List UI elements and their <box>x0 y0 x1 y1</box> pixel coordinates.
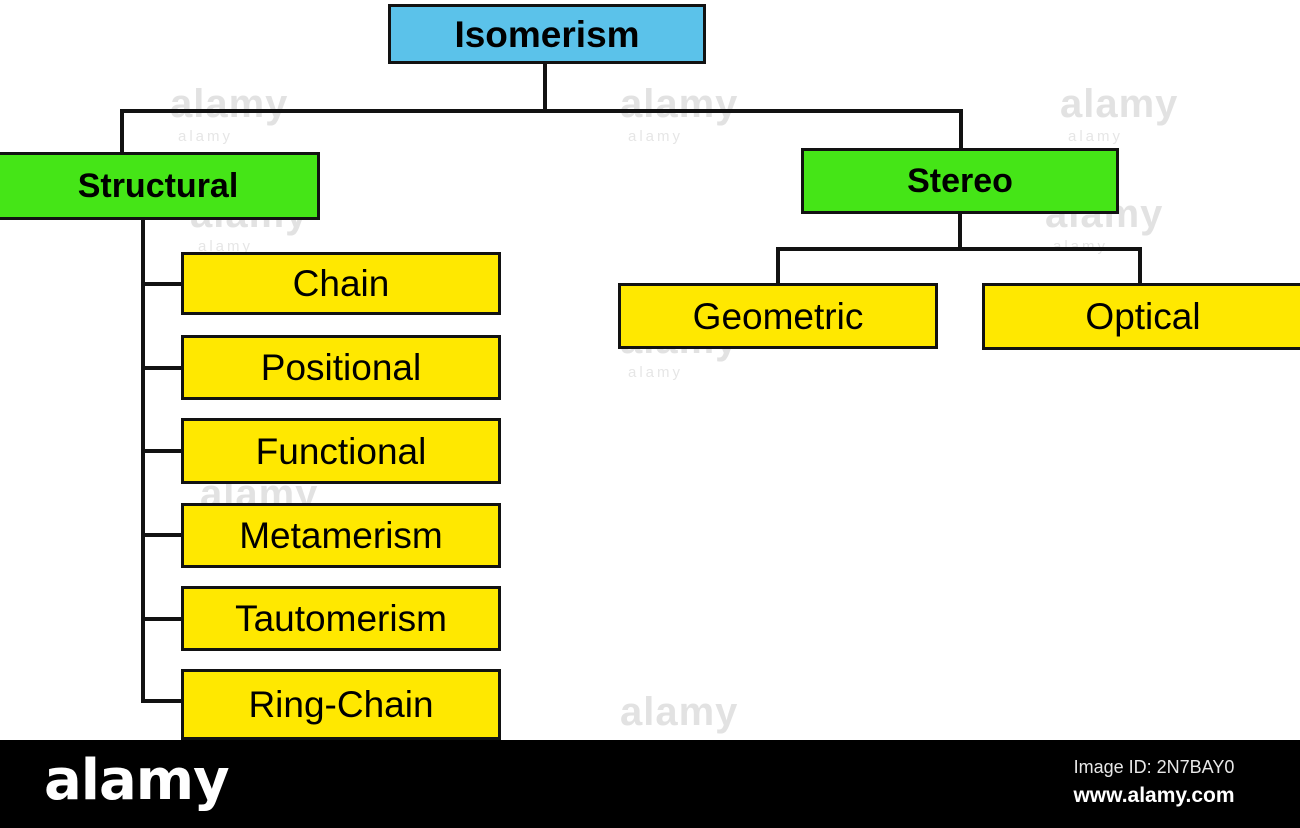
connector-stereo-stem <box>958 214 962 250</box>
watermark-subtile: alamy <box>1068 128 1124 145</box>
image-id-label: Image ID: 2N7BAY0 <box>1073 757 1235 777</box>
node-optical[interactable]: Optical <box>982 283 1300 350</box>
node-ring-chain[interactable]: Ring-Chain <box>181 669 501 740</box>
alamy-footer-bar <box>0 740 1300 828</box>
connector-root-bus <box>120 109 963 113</box>
node-functional[interactable]: Functional <box>181 418 501 484</box>
connector-stub-positional <box>141 366 183 370</box>
watermark-tile: alamy <box>170 82 289 126</box>
node-stereo-label: Stereo <box>907 162 1013 200</box>
connector-stub-metamerism <box>141 533 183 537</box>
node-geometric[interactable]: Geometric <box>618 283 938 349</box>
connector-to-geometric <box>776 247 780 285</box>
node-structural-label: Structural <box>77 167 239 205</box>
node-metamerism-label: Metamerism <box>239 515 443 556</box>
connector-stub-ringchain <box>141 699 183 703</box>
connector-root-stem <box>543 64 547 112</box>
node-tautomerism[interactable]: Tautomerism <box>181 586 501 651</box>
watermark-tile: alamy <box>1060 82 1179 126</box>
node-isomerism-label: Isomerism <box>454 13 640 55</box>
node-metamerism[interactable]: Metamerism <box>181 503 501 568</box>
node-tautomerism-label: Tautomerism <box>235 598 447 639</box>
watermark-subtile: alamy <box>628 364 684 381</box>
connector-structural-trunk <box>141 219 145 703</box>
watermark-subtile: alamy <box>178 128 234 145</box>
node-stereo[interactable]: Stereo <box>801 148 1119 214</box>
connector-to-optical <box>1138 247 1142 285</box>
node-isomerism[interactable]: Isomerism <box>388 4 706 64</box>
node-ring-chain-label: Ring-Chain <box>248 684 434 725</box>
node-functional-label: Functional <box>255 430 427 472</box>
watermark-subtile: alamy <box>628 128 684 145</box>
node-structural[interactable]: Structural <box>0 152 320 220</box>
node-positional[interactable]: Positional <box>181 335 501 400</box>
node-positional-label: Positional <box>260 347 422 388</box>
watermark-tile: alamy <box>620 690 739 734</box>
alamy-logo: alamy <box>44 748 230 813</box>
connector-stub-functional <box>141 449 183 453</box>
connector-to-stereo <box>959 109 963 150</box>
node-chain-label: Chain <box>292 263 390 304</box>
alamy-url-label: www.alamy.com <box>1073 784 1235 807</box>
watermark-tile: alamy <box>620 82 739 126</box>
node-chain[interactable]: Chain <box>181 252 501 315</box>
connector-to-structural <box>120 109 124 154</box>
node-optical-label: Optical <box>1085 296 1201 337</box>
connector-stub-chain <box>141 282 183 286</box>
connector-stub-tautomerism <box>141 617 183 621</box>
connector-stereo-bus <box>776 247 1142 251</box>
node-geometric-label: Geometric <box>692 295 864 337</box>
